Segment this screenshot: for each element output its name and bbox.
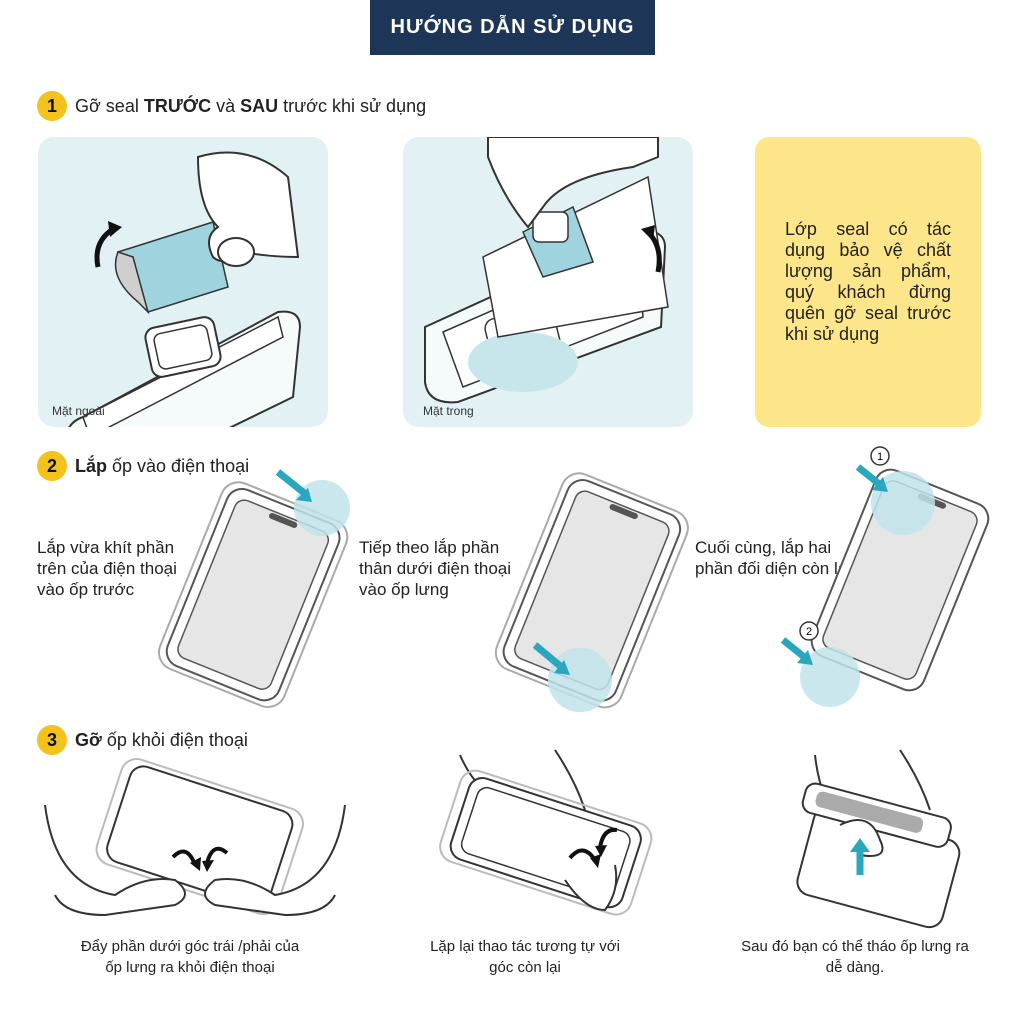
remove-push-corner-illustration <box>44 758 346 917</box>
panel-label-outer: Mặt ngoài <box>52 404 105 418</box>
step-2-caption-2: Tiếp theo lắp phần thân dưới điện thoại … <box>359 538 512 599</box>
step-2-caption-1: Lắp vừa khít phần trên của điện thoại và… <box>37 538 177 599</box>
step-1-number: 1 <box>37 91 67 121</box>
peel-inner-seal-drawing <box>424 137 669 404</box>
step-3-caption-2: Lặp lại thao tác tương tự với góc còn lạ… <box>430 938 620 976</box>
marker-2: 2 <box>806 626 812 638</box>
seal-note-box: Lớp seal có tác dụng bảo vệ chất lượng s… <box>755 137 981 427</box>
remove-lift-case-illustration <box>796 749 961 929</box>
seal-note-text: Lớp seal có tác dụng bảo vệ chất lượng s… <box>785 219 951 344</box>
peel-inner-seal-illustration: Mặt trong <box>403 137 693 427</box>
step-1-heading: 1 Gỡ seal TRƯỚC và SAU trước khi sử dụng <box>37 91 426 121</box>
step-2-heading: 2 Lắp ốp vào điện thoại <box>37 451 249 481</box>
step-3-caption-1: Đẩy phần dưới góc trái /phải của ốp lưng… <box>80 938 300 976</box>
step-3-heading: 3 Gỡ ốp khỏi điện thoại <box>37 725 248 755</box>
step-3-title: Gỡ ốp khỏi điện thoại <box>75 729 248 750</box>
step-3-number: 3 <box>37 725 67 755</box>
install-top-illustration <box>157 469 350 709</box>
marker-1: 1 <box>877 451 883 463</box>
step-2-caption-3: Cuối cùng, lắp hai phần đối diện còn lại <box>695 538 851 578</box>
step-2-number: 2 <box>37 451 67 481</box>
step-1-title: Gỡ seal TRƯỚC và SAU trước khi sử dụng <box>75 95 427 116</box>
peel-outer-seal-illustration: Mặt ngoài <box>38 137 328 427</box>
step-3-caption-3: Sau đó bạn có thể tháo ốp lưng ra dễ dàn… <box>741 938 969 976</box>
peel-outer-seal-drawing <box>68 151 302 427</box>
step-2-title: Lắp ốp vào điện thoại <box>75 455 250 476</box>
page-title: HƯỚNG DẪN SỬ DỤNG <box>370 0 655 55</box>
install-bottom-illustration <box>494 472 689 712</box>
panel-label-inner: Mặt trong <box>423 404 474 418</box>
remove-repeat-illustration <box>439 749 653 916</box>
install-sides-illustration: 1 2 <box>780 446 990 707</box>
